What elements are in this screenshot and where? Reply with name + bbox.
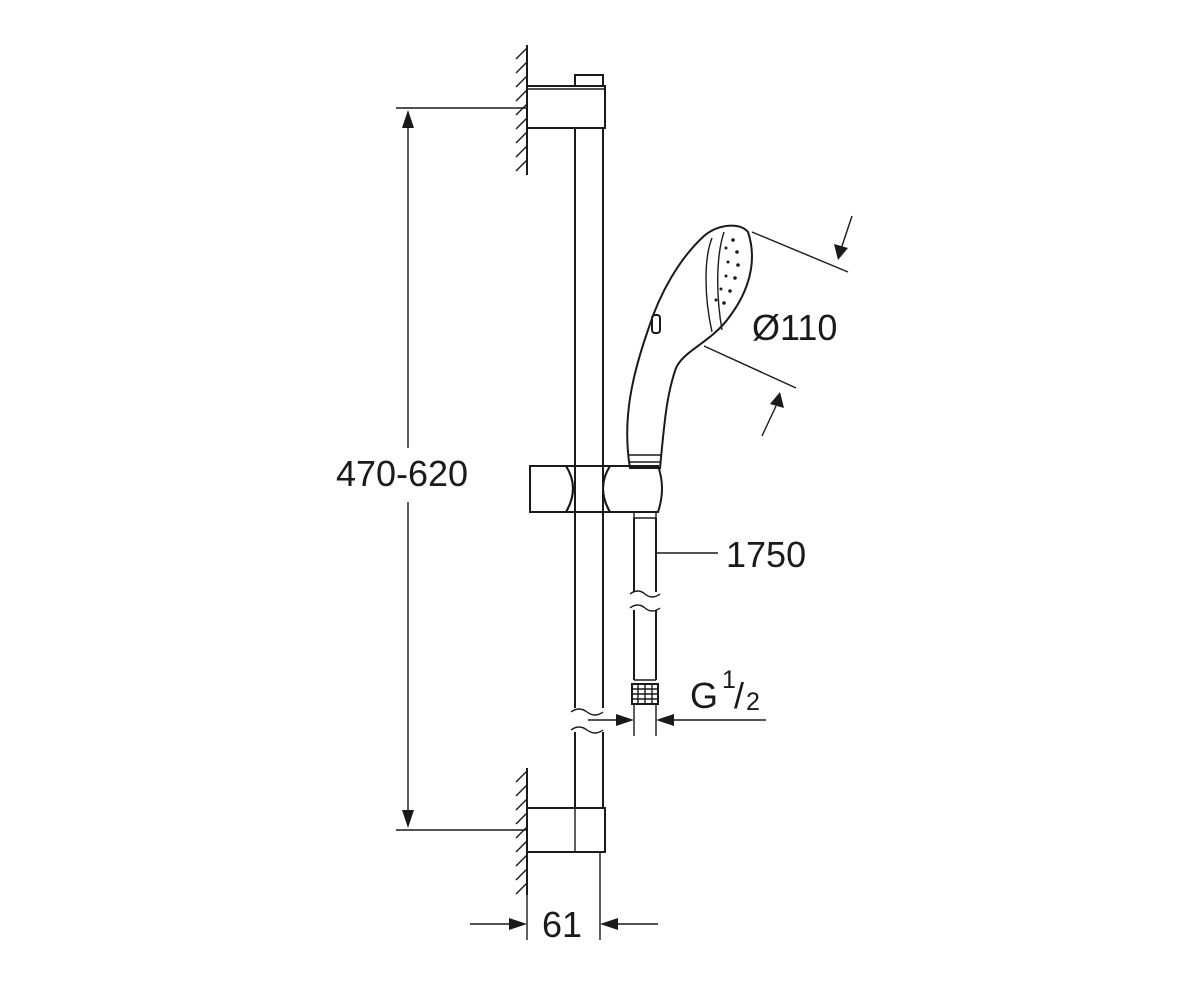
height-dimension <box>396 107 527 831</box>
height-range-label: 470-620 <box>336 453 468 494</box>
head-diameter-label: Ø110 <box>752 307 837 348</box>
wall-distance-label: 61 <box>542 904 582 945</box>
thread-fraction-numerator: 1 <box>722 666 736 694</box>
shower-hose <box>629 518 661 680</box>
thread-fraction-denominator: 2 <box>746 688 760 716</box>
thread-size-label: G <box>690 675 718 716</box>
top-wall-bracket <box>526 74 606 129</box>
slide-rail <box>570 128 604 808</box>
hose-length-label: 1750 <box>726 534 806 575</box>
bottom-wall-hatching <box>515 768 528 895</box>
bottom-wall-bracket <box>526 807 606 853</box>
top-wall-hatching <box>515 45 528 175</box>
head-diameter-dimension <box>703 215 853 437</box>
slider-holder <box>529 465 663 519</box>
hand-shower <box>626 224 753 469</box>
hose-nut <box>631 679 659 736</box>
thread-dimension <box>588 714 766 726</box>
wall-distance-dimension <box>470 852 658 940</box>
thread-fraction-slash: / <box>734 675 744 716</box>
